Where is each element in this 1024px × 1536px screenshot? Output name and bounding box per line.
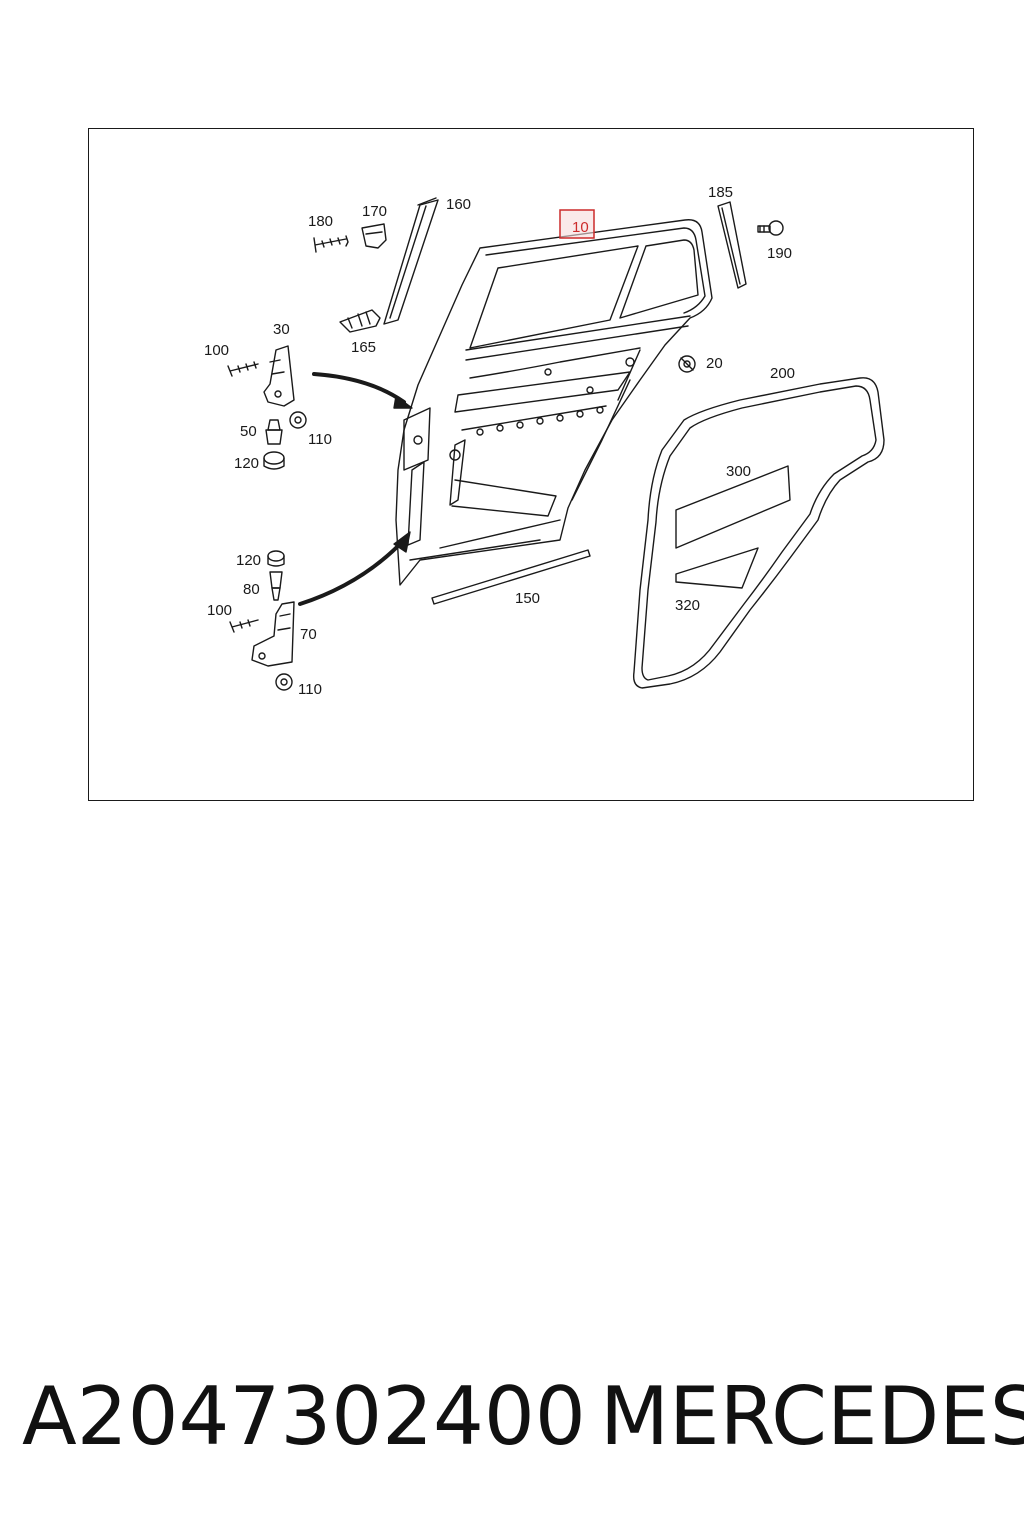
callout-100-upper: 100 — [204, 342, 229, 359]
cap-120-upper — [263, 451, 285, 470]
foil-320 — [675, 547, 759, 589]
callout-170: 170 — [362, 203, 387, 220]
callout-100-lower: 100 — [207, 602, 232, 619]
callout-200: 200 — [770, 365, 795, 382]
callout-190: 190 — [767, 245, 792, 262]
callout-300: 300 — [726, 463, 751, 480]
bolt-190 — [757, 220, 784, 236]
window-trim-160 — [383, 197, 439, 325]
highlight-box — [559, 209, 595, 239]
door-seal-200 — [632, 377, 885, 689]
screw-180 — [313, 235, 349, 253]
door-holes — [413, 357, 635, 461]
upper-hinge-30 — [263, 345, 295, 407]
callout-320: 320 — [675, 597, 700, 614]
footer-caption: A2047302400 MERCEDES — [22, 1370, 1024, 1470]
nut-110-lower — [275, 673, 293, 691]
arrow-lower — [298, 531, 411, 606]
cap-120-lower — [267, 550, 285, 567]
screw-100-upper — [227, 361, 259, 377]
diagram-frame — [88, 128, 974, 801]
door-shell — [395, 219, 713, 586]
sill-strip — [431, 549, 591, 605]
callout-185: 185 — [708, 184, 733, 201]
lower-hinge-70 — [251, 601, 295, 667]
grommet-20 — [678, 355, 696, 373]
trim-185 — [717, 201, 747, 289]
arrow-upper — [312, 372, 413, 409]
callout-20: 20 — [706, 355, 723, 372]
clip-170 — [361, 223, 387, 249]
parts-diagram: 10 20 30 50 70 80 100 100 110 110 120 12… — [204, 184, 885, 698]
nut-110-upper — [289, 411, 307, 429]
callout-70: 70 — [300, 626, 317, 643]
callout-150: 150 — [515, 590, 540, 607]
callout-120-upper: 120 — [234, 455, 259, 472]
pin-50 — [265, 419, 283, 445]
callout-160: 160 — [446, 196, 471, 213]
pin-80 — [269, 571, 283, 601]
screw-100-lower — [229, 619, 259, 633]
callout-165: 165 — [351, 339, 376, 356]
callout-110-upper: 110 — [308, 431, 332, 448]
bracket-165 — [339, 309, 381, 333]
foil-300 — [675, 465, 791, 549]
brand-name: MERCEDES — [600, 1370, 1024, 1463]
callout-10: 10 — [572, 219, 589, 236]
callout-110-lower: 110 — [298, 681, 322, 698]
callout-120-lower: 120 — [236, 552, 261, 569]
callout-180: 180 — [308, 213, 333, 230]
part-number: A2047302400 — [22, 1370, 586, 1463]
callout-50: 50 — [240, 423, 257, 440]
callout-30: 30 — [273, 321, 290, 338]
callout-80: 80 — [243, 581, 260, 598]
